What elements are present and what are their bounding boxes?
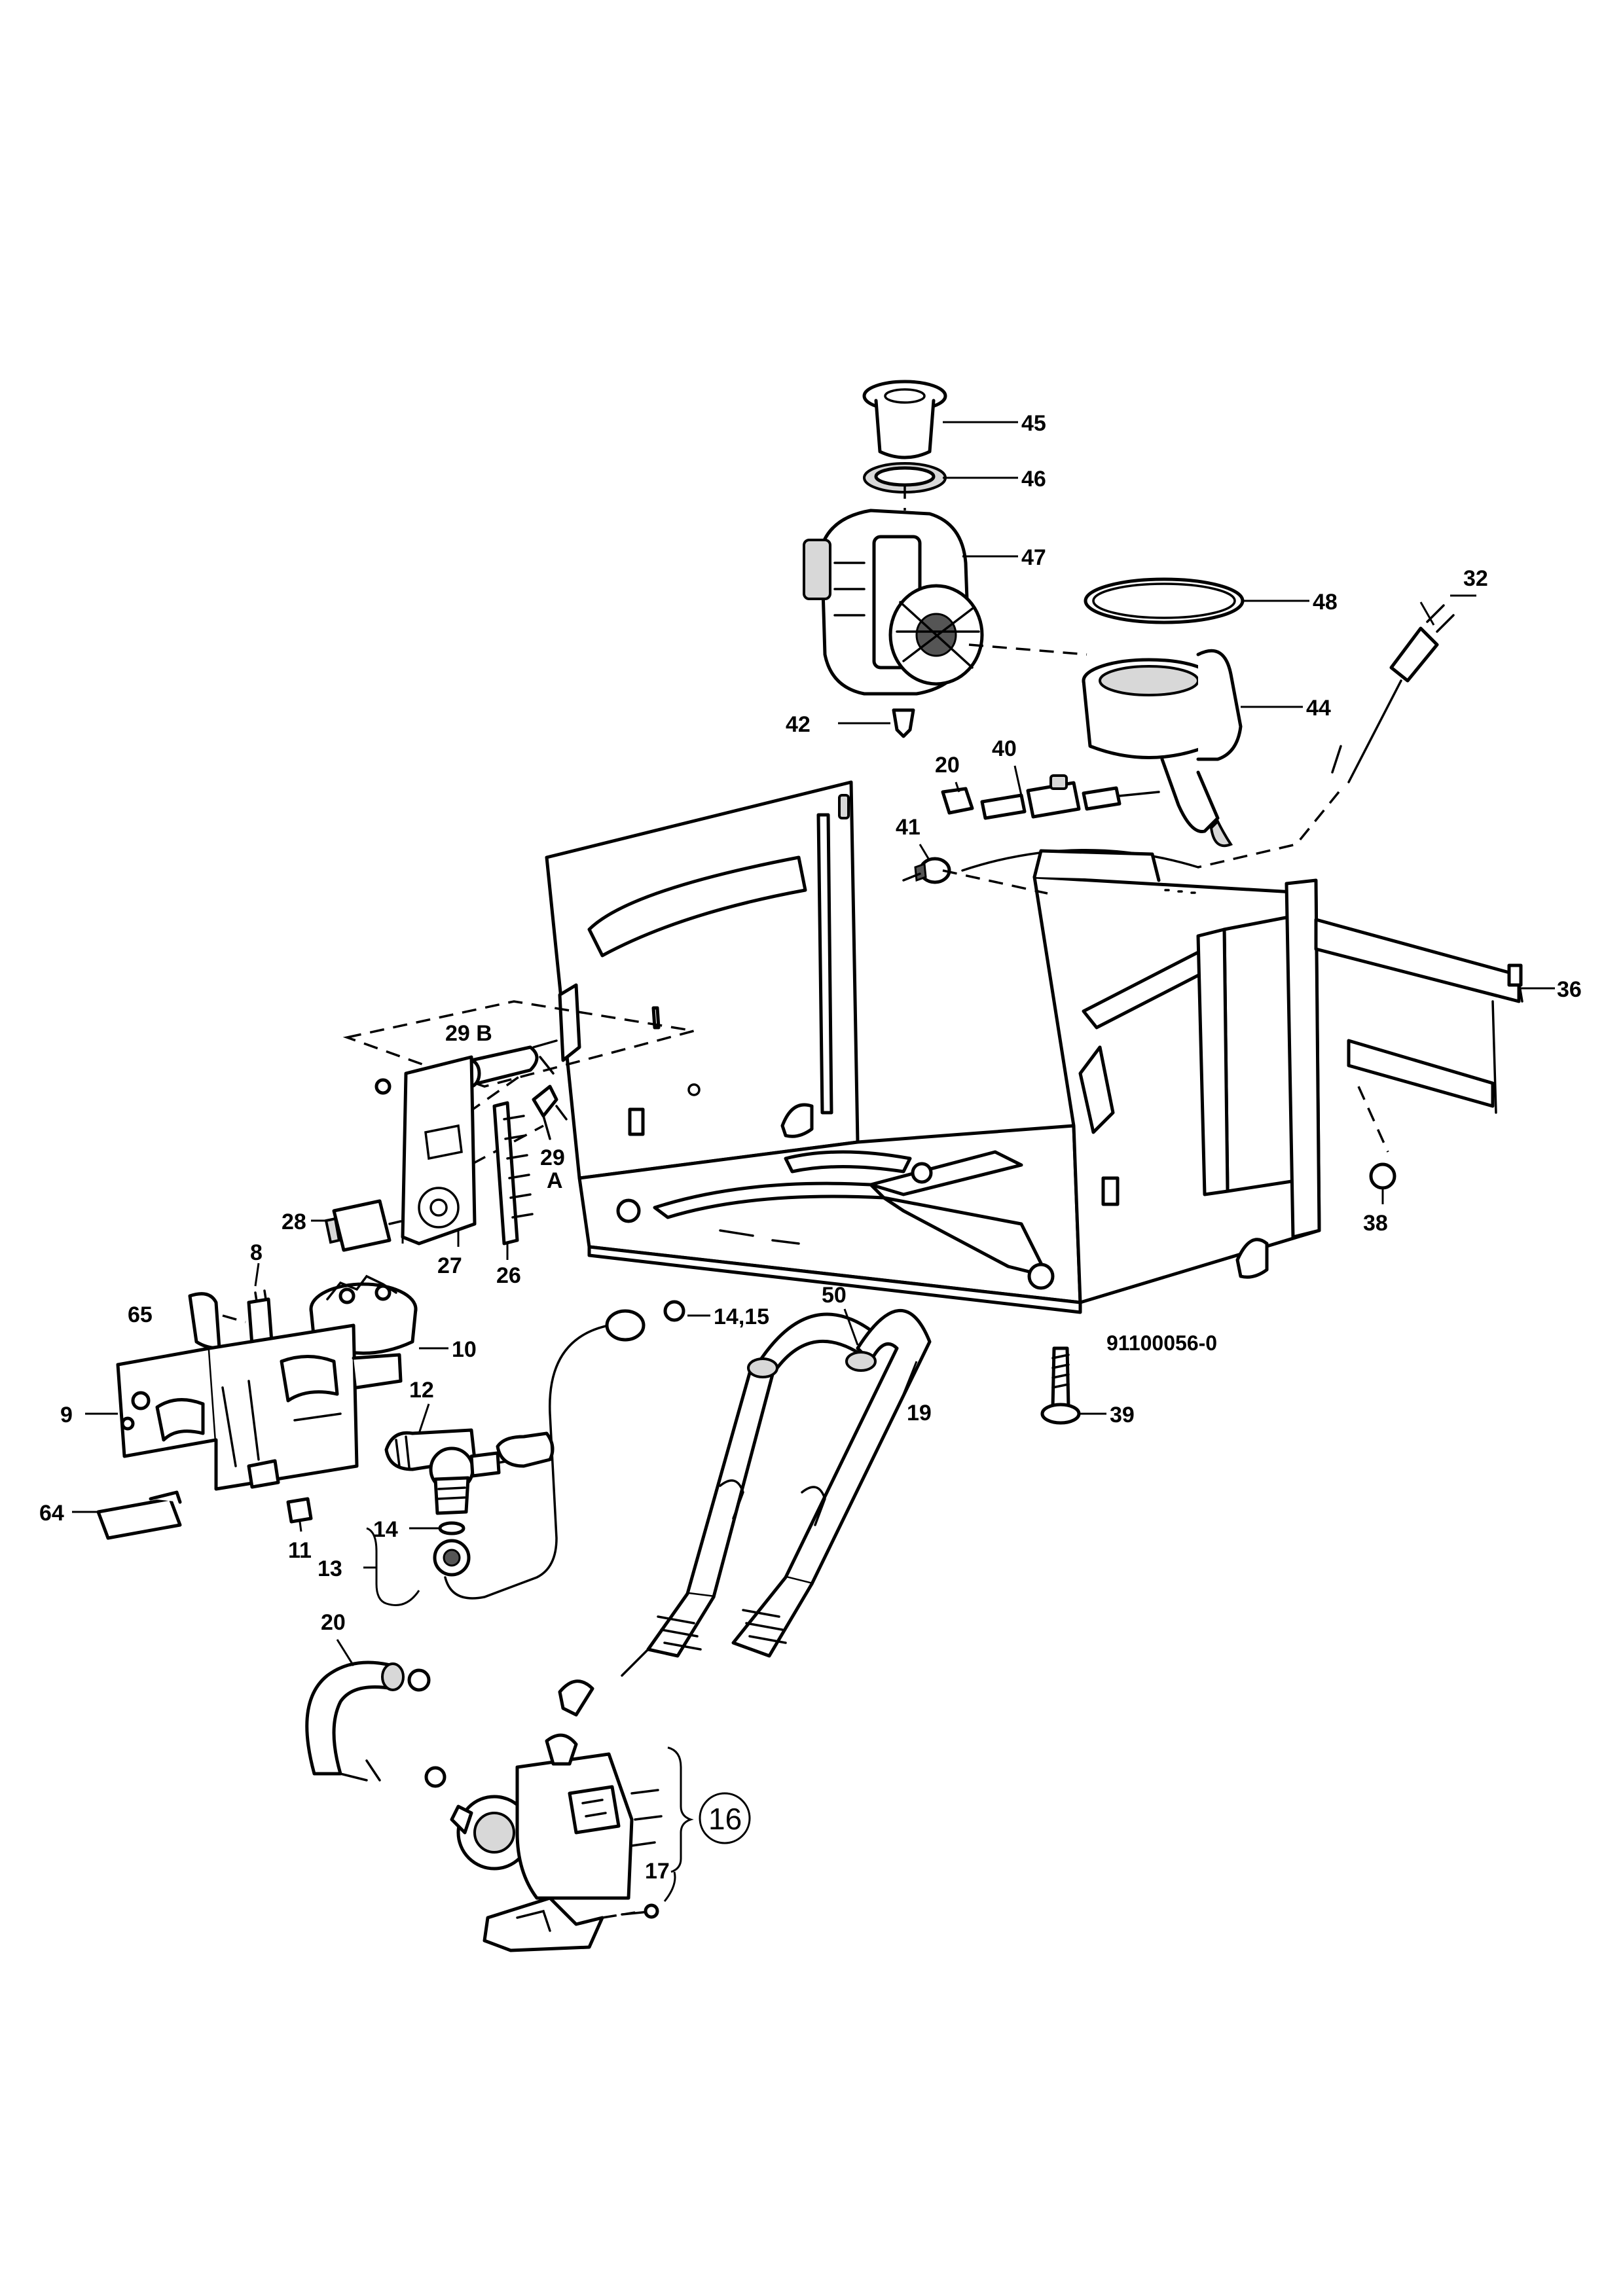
callout-32: 32 [1463, 566, 1488, 591]
callout-17: 17 [645, 1859, 670, 1884]
callout-8: 8 [250, 1240, 263, 1265]
callout-47: 47 [1021, 545, 1046, 570]
callout-20-top: 20 [935, 753, 960, 778]
part-16-drain-pump [450, 1733, 663, 1900]
reference-code: 91100056-0 [1106, 1331, 1217, 1355]
part-38-cap [1369, 1162, 1396, 1190]
part-45-sleeve [862, 380, 947, 459]
callout-28: 28 [282, 1210, 306, 1234]
callout-14-15: 14,15 [714, 1304, 769, 1329]
hose-clip-50 [719, 1479, 744, 1520]
part-20-hose-end-top [941, 787, 974, 815]
assembly-line-41-to-frame [942, 869, 1048, 895]
leader-lines [72, 421, 1555, 1902]
callout-labels: 45 46 47 48 32 44 42 20 40 41 29 B 29 A … [39, 411, 1582, 1884]
part-17-pump-bracket [483, 1896, 659, 1952]
part-44-sump [1082, 649, 1243, 848]
part-8-switch [247, 1289, 274, 1347]
callout-45: 45 [1021, 411, 1046, 436]
callout-14-lower: 14 [373, 1517, 398, 1542]
part-65-clip [188, 1292, 221, 1350]
callout-13: 13 [318, 1556, 342, 1581]
assembly-line-17-screw [602, 1911, 636, 1919]
callout-38: 38 [1363, 1211, 1388, 1236]
callout-44: 44 [1306, 696, 1331, 721]
callout-46: 46 [1021, 467, 1046, 492]
assembly-line-pump-to-sump [968, 643, 1087, 656]
assembly-line-65-to-8 [222, 1314, 246, 1323]
callout-27: 27 [437, 1253, 462, 1278]
part-20-drain-hose-lower [305, 1660, 447, 1788]
base-frame [532, 780, 1523, 1314]
callout-20-lower: 20 [321, 1610, 346, 1635]
part-26-terminal-strip [492, 1101, 534, 1246]
part-32-power-cord [961, 604, 1455, 872]
callout-29b: 29 B [445, 1021, 492, 1046]
part-64-clip [96, 1490, 182, 1540]
callout-26: 26 [496, 1263, 521, 1288]
part-42-drain-plug [892, 708, 915, 738]
part-14-15-nut [605, 1300, 685, 1342]
callout-29a-sub: A [547, 1168, 563, 1193]
part-27-bracket-plate [374, 1055, 477, 1246]
part-12-inlet-valve [384, 1428, 518, 1515]
part-48-seal-ring [1084, 577, 1245, 624]
hose-sleeve [496, 1431, 555, 1468]
callout-64: 64 [39, 1501, 64, 1526]
callout-29a: 29 [540, 1145, 565, 1170]
part-40-hose-connector [980, 774, 1160, 820]
part-47-circulation-pump [803, 509, 984, 696]
callout-36: 36 [1557, 977, 1582, 1002]
part-36-rear-rail [1314, 918, 1521, 1003]
callout-39: 39 [1110, 1403, 1135, 1427]
callout-41: 41 [896, 815, 921, 840]
callout-42: 42 [786, 712, 811, 737]
part-9-mounting-bracket [116, 1323, 403, 1491]
part-28-relay [324, 1199, 402, 1252]
callout-40: 40 [992, 736, 1017, 761]
callout-12: 12 [409, 1378, 434, 1403]
part-10-pressure-switch [309, 1274, 418, 1395]
part-13-hose-fitting [433, 1324, 610, 1600]
callout-16: 16 [708, 1802, 742, 1836]
callout-65: 65 [128, 1302, 153, 1327]
part-11-filter [286, 1497, 313, 1524]
part-14-washer-lower [438, 1521, 465, 1535]
callout-16-circle [699, 1792, 751, 1844]
part-50-drain-hose [621, 1312, 879, 1677]
hose-clip-19 [801, 1486, 826, 1526]
part-19-drain-hose [731, 1309, 932, 1658]
callout-19: 19 [907, 1401, 932, 1426]
callout-10: 10 [452, 1337, 477, 1362]
part-29a-thermostat [532, 1085, 568, 1140]
assembly-line-36-to-38 [1357, 1086, 1389, 1153]
callout-48: 48 [1313, 590, 1338, 615]
drain-pump-nozzle [558, 1679, 594, 1717]
callout-50: 50 [822, 1283, 847, 1308]
callout-9: 9 [60, 1403, 73, 1427]
part-39-bolt [1040, 1346, 1081, 1425]
callout-11: 11 [288, 1538, 312, 1563]
part-41-grommet [902, 857, 951, 884]
